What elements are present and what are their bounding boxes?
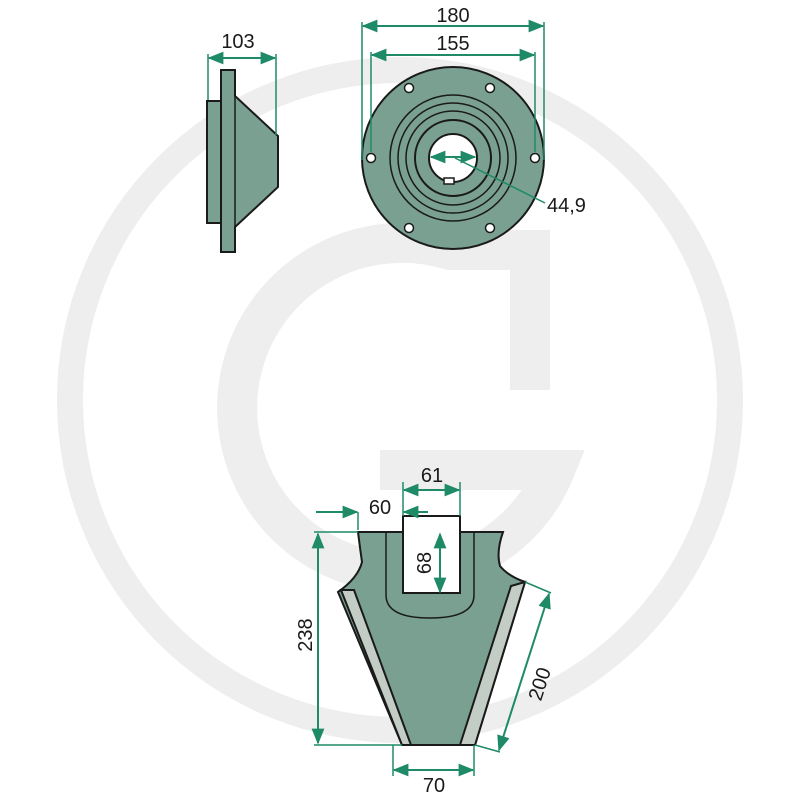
blade-view [336, 515, 527, 746]
dim-bore-label: 44,9 [547, 195, 586, 217]
dim-height-label: 238 [295, 618, 317, 651]
dimension-bolt-circle: 155 [370, 33, 536, 152]
bolt-holes [365, 82, 541, 234]
dim-slot-depth-label: 68 [414, 552, 436, 574]
dim-tip-width-label: 70 [423, 775, 445, 797]
dimension-outer-diameter: 180 [361, 5, 545, 160]
flange-side-view [206, 69, 279, 253]
dim-notch-label: 60 [369, 497, 391, 519]
dimension-slot-depth: 68 [414, 532, 447, 594]
dim-bolt-circle-label: 155 [436, 33, 469, 55]
dim-side-width-label: 103 [221, 31, 254, 53]
dimension-height: 238 [295, 531, 402, 746]
dim-slot-width-label: 61 [421, 465, 443, 487]
dim-outer-diameter-label: 180 [436, 5, 469, 27]
dimension-bore: 44,9 [429, 150, 586, 217]
dimension-notch: 60 [316, 497, 428, 530]
dimension-slot-width: 61 [402, 465, 461, 516]
dimension-tip-width: 70 [392, 745, 475, 797]
dimension-side-width: 103 [207, 31, 277, 135]
